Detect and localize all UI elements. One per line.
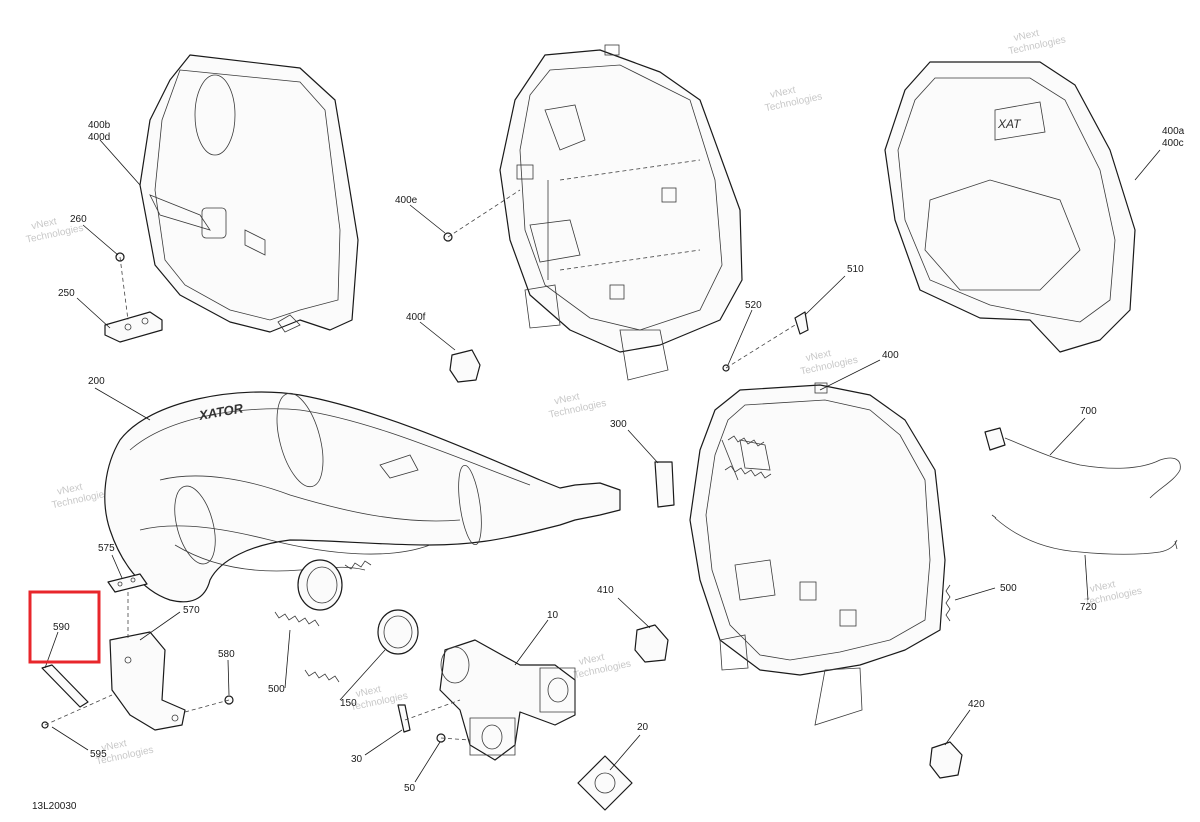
- watermark-6a: vNext: [56, 482, 84, 498]
- watermark-1a: vNext: [30, 216, 58, 232]
- callout-510: 510: [847, 264, 864, 275]
- part-30-stud: [397, 704, 411, 733]
- callout-250: 250: [58, 288, 75, 299]
- part-tuned-pipe: XATOR: [104, 391, 621, 603]
- part-575-plate: [107, 573, 148, 593]
- watermark-11a: vNext: [100, 738, 128, 754]
- callout-400a: 400a: [1162, 126, 1185, 137]
- callout-300: 300: [610, 419, 627, 430]
- part-heat-shield-center: [499, 44, 743, 381]
- callout-400e: 400e: [395, 195, 418, 206]
- leader-lines: [44, 139, 1161, 783]
- part-10-exhaust-manifold: [439, 639, 576, 761]
- part-420-block: [929, 741, 963, 779]
- watermark-8a: vNext: [553, 391, 581, 407]
- callout-595: 595: [90, 749, 107, 760]
- watermark-5a: vNext: [1013, 28, 1041, 44]
- callout-590: 590: [53, 622, 70, 633]
- callout-400d: 400d: [88, 132, 110, 143]
- diagram-code: 13L20030: [32, 801, 77, 812]
- rotax-logo-emboss: XAT: [997, 117, 1022, 131]
- callout-labels: 400b 400d 260 250 400e 400f 400a 400c 52…: [53, 120, 1185, 794]
- callout-400c: 400c: [1162, 138, 1184, 149]
- callout-10: 10: [547, 610, 559, 621]
- callout-410: 410: [597, 585, 614, 596]
- part-510-clip: [794, 311, 809, 335]
- part-heat-shield-right: XAT: [884, 61, 1136, 353]
- watermark-9a: vNext: [805, 348, 833, 364]
- callout-150: 150: [340, 698, 357, 709]
- callout-500-right: 500: [1000, 583, 1017, 594]
- callout-400f: 400f: [406, 312, 426, 323]
- watermark-13a: vNext: [578, 652, 606, 668]
- part-muffler: [689, 382, 946, 726]
- part-20-gasket: [577, 755, 633, 811]
- callout-420: 420: [968, 699, 985, 710]
- part-570-bracket: [109, 631, 186, 731]
- callout-700: 700: [1080, 406, 1097, 417]
- callout-400b: 400b: [88, 120, 111, 131]
- part-300-grommet: [654, 461, 675, 508]
- part-720-wire: [991, 514, 1178, 555]
- callout-580: 580: [218, 649, 235, 660]
- part-590-strap: [41, 664, 89, 708]
- watermark-12a: vNext: [355, 684, 383, 700]
- callout-30: 30: [351, 754, 363, 765]
- part-400f-block: [449, 349, 481, 383]
- watermark-4a: vNext: [769, 85, 797, 101]
- callout-260: 260: [70, 214, 87, 225]
- callout-575: 575: [98, 543, 115, 554]
- part-410-block: [634, 624, 669, 663]
- callout-400: 400: [882, 350, 899, 361]
- callout-500-left: 500: [268, 684, 285, 695]
- part-heat-shield-left: [139, 54, 359, 333]
- watermark-14a: vNext: [1089, 579, 1117, 595]
- springs: [274, 435, 951, 683]
- callout-200: 200: [88, 376, 105, 387]
- callout-720: 720: [1080, 602, 1097, 613]
- highlight-box-590: [28, 590, 101, 664]
- callout-520: 520: [745, 300, 762, 311]
- callout-20: 20: [637, 722, 649, 733]
- part-250-bracket: [104, 311, 163, 343]
- part-700-sensor-harness: [984, 427, 1181, 499]
- part-coupler: [297, 559, 343, 611]
- callout-570: 570: [183, 605, 200, 616]
- callout-50: 50: [404, 783, 416, 794]
- part-150-seal-ring: [377, 609, 419, 655]
- assembly-lines: [44, 189, 796, 741]
